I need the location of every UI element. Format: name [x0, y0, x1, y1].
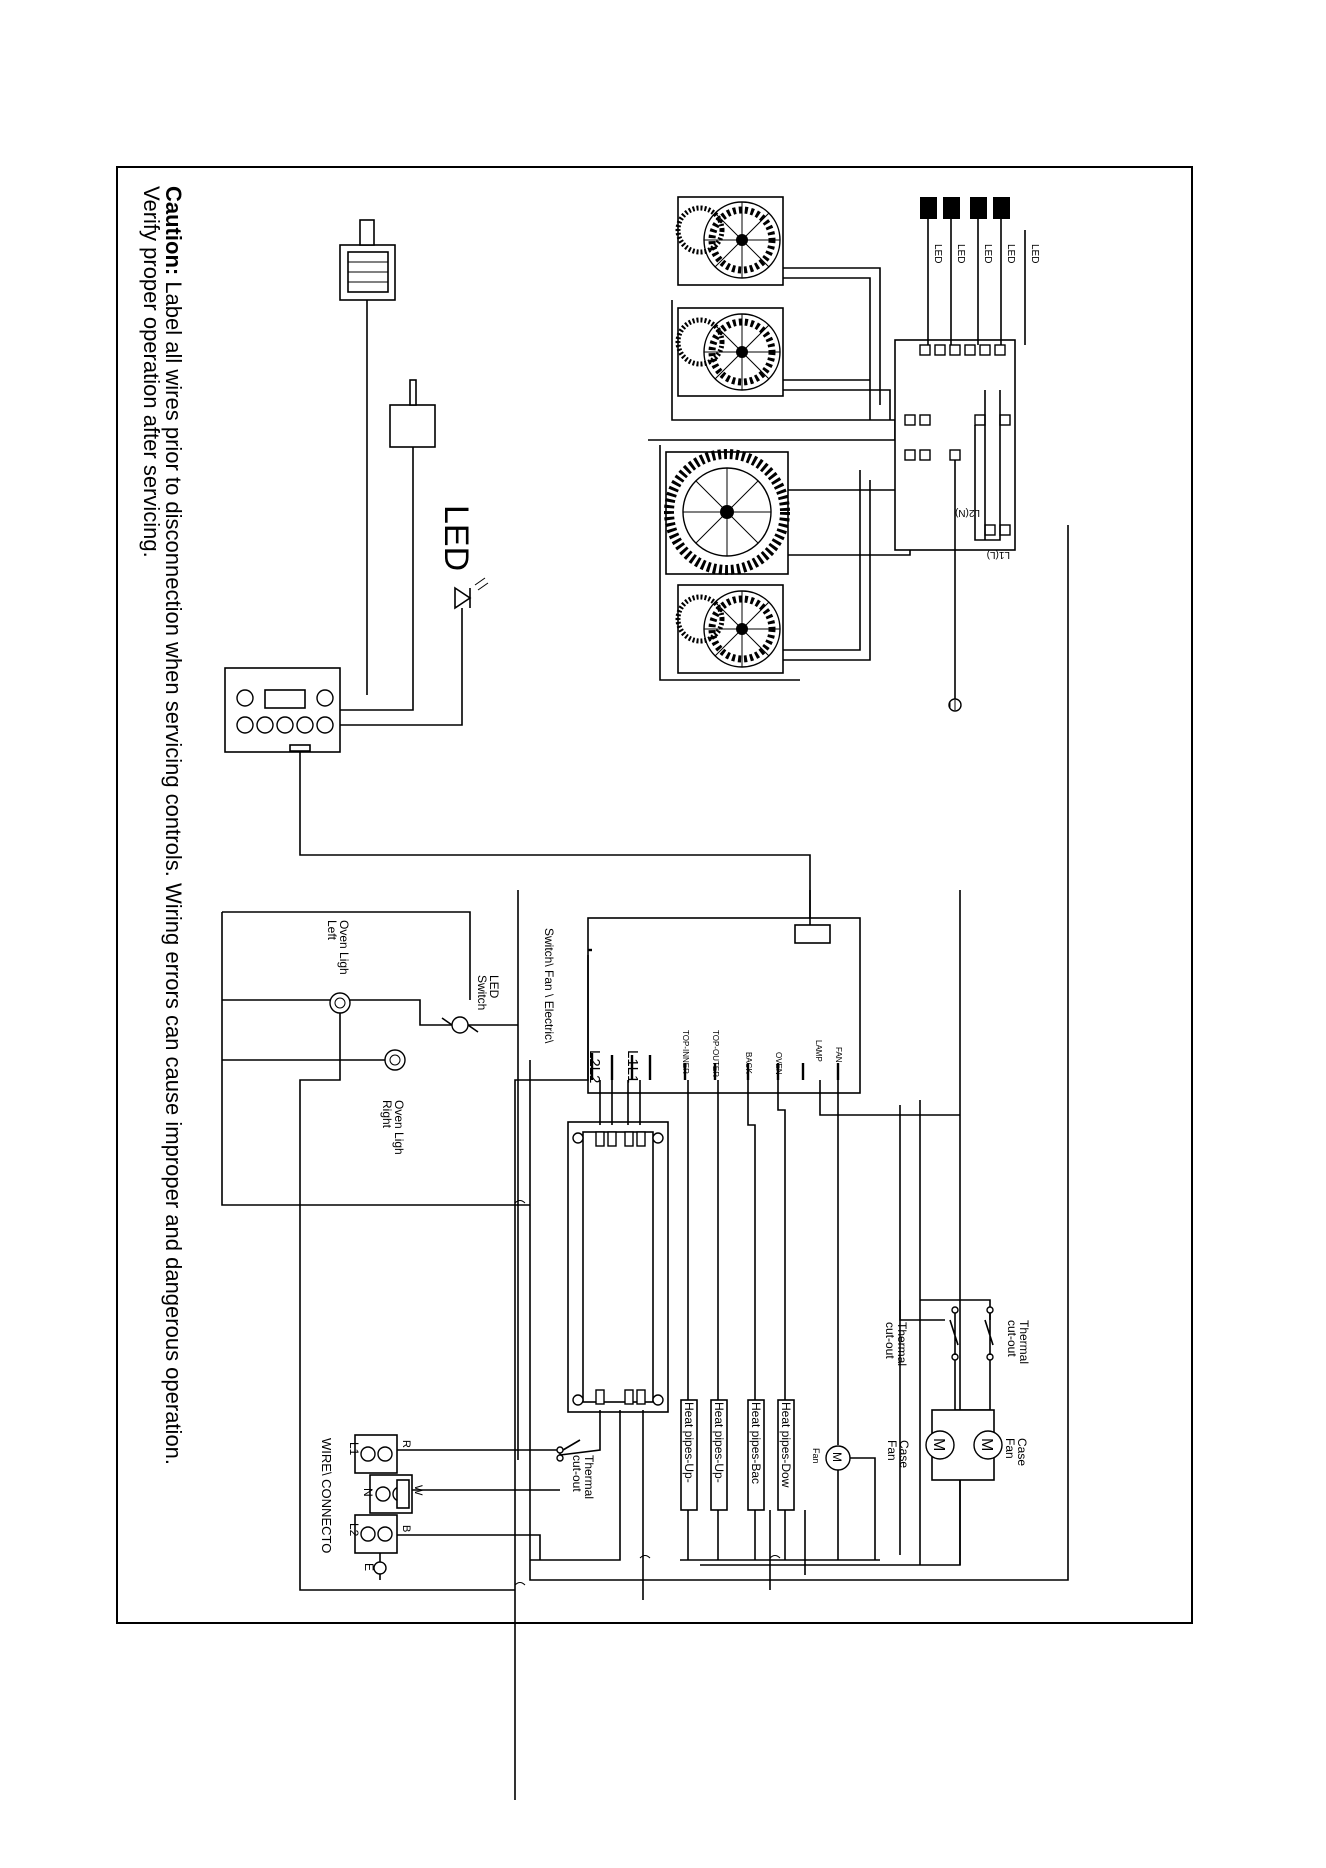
thermal-cutout-top-line2: cut-out	[1005, 1320, 1019, 1357]
svg-text:Heat pipes-Bac: Heat pipes-Bac	[749, 1402, 763, 1484]
oven-light-right	[384, 1049, 406, 1071]
svg-text:Heat pipes-Up-: Heat pipes-Up-	[712, 1402, 726, 1483]
thermal-cutout-top-switch	[984, 1306, 994, 1361]
thermal-cutout-lower-switch	[556, 1439, 581, 1462]
case-fan-bottom-line1: Case	[897, 1440, 911, 1468]
led-light: LED	[340, 505, 489, 726]
l1l1-label: L1L1	[624, 1050, 641, 1083]
led-switch	[441, 1016, 479, 1034]
wire-connector	[354, 1434, 413, 1554]
oven-light-left-line2: Left	[325, 920, 339, 941]
term-b: B	[400, 1525, 412, 1532]
svg-text:Caution: Label all wires prior: Caution: Label all wires prior to discon…	[161, 186, 186, 1465]
caution-heading: Caution:	[161, 186, 186, 275]
power-board	[567, 1121, 669, 1413]
oven-light-left-line1: Oven Ligh	[337, 920, 351, 975]
case-fan-bottom-line2: Fan	[885, 1440, 899, 1461]
fan-motor-symbol: M	[830, 1452, 844, 1462]
term-n: N	[361, 1488, 375, 1497]
svg-text:LED: LED	[955, 244, 966, 263]
case-fan-top-line1: Case	[1015, 1438, 1029, 1466]
hob-element-4	[675, 584, 784, 674]
diagram-frame	[116, 166, 1193, 1624]
terminal-fan: FAN	[834, 1047, 843, 1063]
hob-element-1	[675, 196, 784, 286]
term-w: W	[412, 1485, 424, 1496]
caution-note: Caution: Label all wires prior to discon…	[161, 186, 186, 1465]
led-indicators: LED LED LED LED LED	[920, 197, 1040, 345]
caution-line2: Verify proper operation after servicing.	[139, 186, 164, 558]
thermal-cutout-lower-line1: Thermal	[582, 1455, 596, 1499]
l2n-label: L2(N)	[955, 507, 980, 518]
l1l-label: L1(L)	[987, 549, 1010, 560]
term-l2: L2	[347, 1523, 361, 1537]
svg-text:LED: LED	[982, 244, 993, 263]
oven-light-right-line2: Right	[380, 1100, 394, 1129]
thermal-cutout-bottom-switch	[949, 1306, 959, 1361]
switch-fan-electric-label: Switch\ Fan \ Electric\	[542, 928, 556, 1044]
svg-text:LED: LED	[1029, 244, 1040, 263]
term-r: R	[400, 1440, 412, 1448]
earth-icon	[373, 1561, 387, 1575]
case-fan-bottom-symbol: M	[930, 1438, 947, 1451]
oven-light-right-line1: Oven Ligh	[392, 1100, 406, 1155]
svg-text:Heat pipes-Up-: Heat pipes-Up-	[682, 1402, 696, 1483]
term-l1: L1	[347, 1442, 361, 1456]
svg-text:LED: LED	[932, 244, 943, 263]
thermal-cutout-top-line1: Thermal	[1017, 1320, 1031, 1364]
term-e: E	[362, 1563, 376, 1571]
hob-element-3	[664, 449, 790, 575]
case-fan-top-symbol: M	[978, 1438, 995, 1451]
led-switch-line1: LED	[487, 975, 501, 999]
timer-control-panel	[224, 667, 811, 920]
main-control-board	[587, 890, 861, 1094]
l2l2-label: L2L2	[586, 1050, 603, 1083]
heat-pipe-back: Heat pipes-Bac	[747, 1080, 765, 1560]
selector-switch	[339, 219, 396, 695]
heat-pipe-down: Heat pipes-Dow	[777, 1080, 795, 1560]
case-fan-top-line2: Fan	[1003, 1438, 1017, 1459]
terminal-top-outer: TOP-OUTER	[711, 1030, 720, 1077]
svg-text:LED: LED	[1005, 244, 1016, 263]
wire-connector-label: WIRE\ CONNECTO	[319, 1438, 334, 1553]
thermal-cutout-lower-line2: cut-out	[570, 1455, 584, 1492]
terminal-top-inner: TOP-INNER	[681, 1030, 690, 1074]
led-switch-line2: Switch	[475, 975, 489, 1010]
svg-text:Heat pipes-Dow: Heat pipes-Dow	[779, 1402, 793, 1488]
oven-light-left	[329, 992, 351, 1014]
terminal-oven: OVEN	[774, 1052, 783, 1075]
thermal-cutout-bottom-line1: Thermal	[895, 1322, 909, 1366]
terminal-back: BACK	[744, 1052, 753, 1074]
thermal-cutout-bottom-line2: cut-out	[883, 1322, 897, 1359]
caution-line1: Label all wires prior to disconnection w…	[161, 275, 186, 1465]
heat-pipe-top-outer: Heat pipes-Up-	[710, 1080, 728, 1560]
led-big-label: LED	[437, 505, 475, 571]
oven-motor	[340, 379, 436, 711]
heat-pipe-top-inner: Heat pipes-Up-	[680, 1080, 698, 1560]
case-fans	[925, 1409, 1003, 1481]
hob-element-2	[675, 307, 784, 397]
terminal-lamp: LAMP	[814, 1040, 823, 1062]
fan-small-label: Fan	[811, 1448, 821, 1464]
